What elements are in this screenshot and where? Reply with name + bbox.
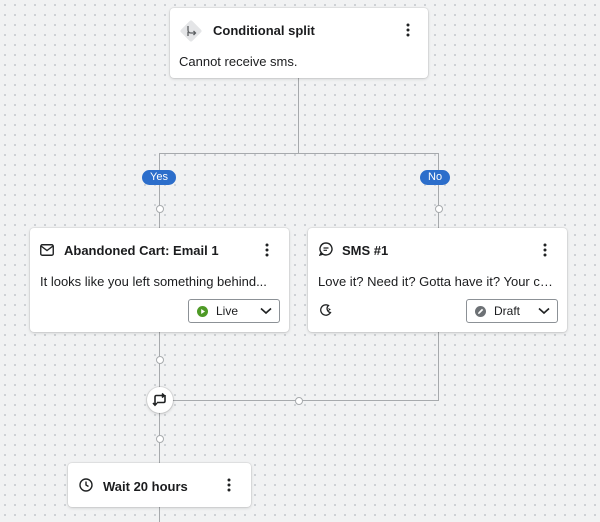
wait-step-title: Wait 20 hours xyxy=(103,479,188,494)
connector-node xyxy=(156,435,164,443)
wait-step-card[interactable]: Wait 20 hours xyxy=(68,463,251,507)
email-step-card[interactable]: Abandoned Cart: Email 1 It looks like yo… xyxy=(30,228,289,332)
conditional-split-description: Cannot receive sms. xyxy=(179,54,298,69)
connector-node xyxy=(435,205,443,213)
chevron-down-icon xyxy=(538,307,550,315)
draft-status-icon xyxy=(475,305,486,317)
conditional-split-menu-icon[interactable] xyxy=(399,21,417,39)
connector-branch-horizontal xyxy=(159,153,439,154)
sms-step-menu-icon[interactable] xyxy=(536,241,554,259)
no-branch-badge: No xyxy=(420,170,451,185)
sms-status-label: Draft xyxy=(494,304,521,318)
merge-node[interactable] xyxy=(147,387,173,413)
connector-node xyxy=(295,397,303,405)
email-status-select[interactable]: Live xyxy=(188,299,280,323)
sms-step-preview: Love it? Need it? Gotta have it? Your ca… xyxy=(318,274,559,289)
connector-yes-down xyxy=(159,153,160,229)
connector-no-down xyxy=(438,153,439,229)
connector-sms-down xyxy=(438,332,439,400)
mail-icon xyxy=(40,243,54,256)
sms-step-card[interactable]: SMS #1 Love it? Need it? Gotta have it? … xyxy=(308,228,567,332)
conditional-split-title: Conditional split xyxy=(213,23,315,38)
clock-icon xyxy=(79,478,93,492)
chevron-down-icon xyxy=(260,307,272,315)
email-step-preview: It looks like you left something behind.… xyxy=(40,274,267,289)
live-status-icon xyxy=(197,305,208,317)
connector-node xyxy=(156,205,164,213)
sms-step-title: SMS #1 xyxy=(342,243,389,258)
chat-icon xyxy=(318,242,333,257)
merge-icon xyxy=(152,393,166,407)
moon-icon xyxy=(319,304,332,317)
email-status-label: Live xyxy=(216,304,239,318)
connector-node xyxy=(156,356,164,364)
email-step-menu-icon[interactable] xyxy=(258,241,276,259)
sms-status-select[interactable]: Draft xyxy=(466,299,558,323)
wait-step-menu-icon[interactable] xyxy=(220,476,238,494)
email-step-title: Abandoned Cart: Email 1 xyxy=(64,243,219,258)
split-icon xyxy=(178,18,204,44)
connector-wait-down xyxy=(159,506,160,522)
connector-split-down xyxy=(298,78,299,153)
conditional-split-card[interactable]: Conditional split Cannot receive sms. xyxy=(170,8,428,78)
yes-branch-badge: Yes xyxy=(142,170,176,185)
